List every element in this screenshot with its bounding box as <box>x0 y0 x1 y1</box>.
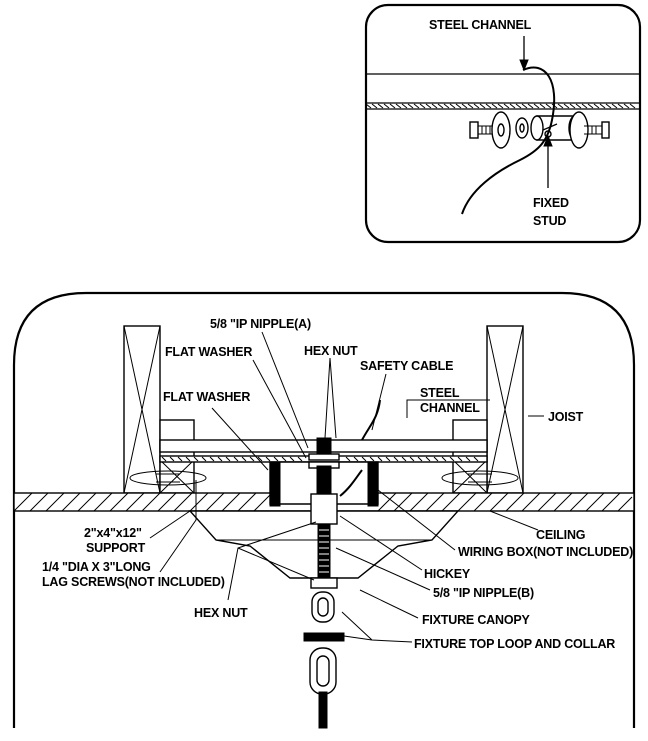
label-steel: STEEL <box>420 386 460 400</box>
main-assembly: 5/8 "IP NIPPLE(A) FLAT WASHER HEX NUT SA… <box>12 291 636 729</box>
leader-lines <box>149 331 544 643</box>
chain <box>303 591 345 729</box>
label-hex-nut-top: HEX NUT <box>304 344 358 358</box>
label-ceiling: CEILING <box>536 528 585 542</box>
main-frame <box>12 291 636 728</box>
detail-label-fixed: FIXED <box>533 196 569 210</box>
label-support-size: 2"x4"x12" <box>84 526 142 540</box>
label-lag-screws: LAG SCREWS(NOT INCLUDED) <box>42 575 225 589</box>
stud-detail-inset: STEEL CHANNEL FIXED STUD <box>364 3 642 244</box>
right-joist <box>486 325 524 494</box>
safety-cable <box>339 399 381 497</box>
detail-steel-channel <box>365 73 640 110</box>
label-joist: JOIST <box>548 410 584 424</box>
label-lag-size: 1/4 "DIA X 3"LONG <box>42 560 151 574</box>
detail-label-steel-channel: STEEL CHANNEL <box>429 18 532 32</box>
label-flat-washer-lower: FLAT WASHER <box>163 390 250 404</box>
label-flat-washer-top: FLAT WASHER <box>165 345 252 359</box>
detail-frame <box>364 3 642 244</box>
label-support: SUPPORT <box>86 541 146 555</box>
left-lag-screw <box>129 470 207 486</box>
center-rod <box>308 437 340 589</box>
label-top-loop-collar: FIXTURE TOP LOOP AND COLLAR <box>414 637 615 651</box>
label-fixture-canopy: FIXTURE CANOPY <box>422 613 530 627</box>
label-safety-cable: SAFETY CABLE <box>360 359 453 373</box>
label-hickey: HICKEY <box>424 567 471 581</box>
right-lag-screw <box>441 470 519 486</box>
label-nipple-a: 5/8 "IP NIPPLE(A) <box>210 317 311 331</box>
detail-hardware <box>469 111 610 149</box>
detail-label-stud: STUD <box>533 214 566 228</box>
label-hex-nut-bottom: HEX NUT <box>194 606 248 620</box>
left-joist <box>123 325 161 494</box>
label-nipple-b: 5/8 "IP NIPPLE(B) <box>433 586 534 600</box>
label-wiring-box: WIRING BOX(NOT INCLUDED) <box>458 545 633 559</box>
label-channel: CHANNEL <box>420 401 480 415</box>
detail-safety-cable <box>461 66 556 215</box>
